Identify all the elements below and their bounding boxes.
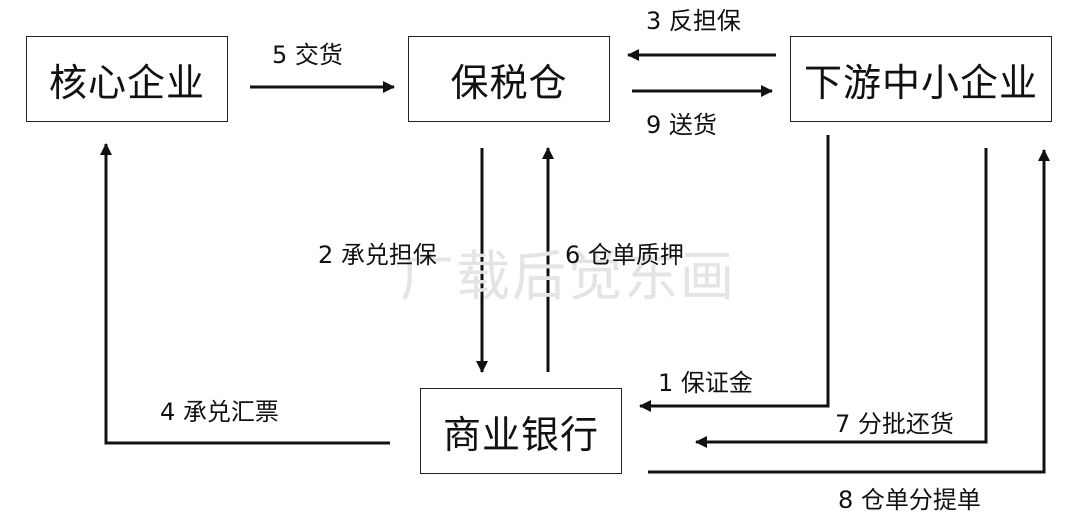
- edge-label-receipt-pledge: 6 仓单质押: [565, 241, 684, 269]
- node-commercial-bank-label: 商业银行: [442, 412, 599, 457]
- node-bonded-warehouse-label: 保税仓: [450, 60, 568, 105]
- node-downstream-sme-label: 下游中小企业: [803, 60, 1038, 105]
- edge-label-acceptance-guarantee: 2 承兑担保: [318, 241, 437, 269]
- edge-label-split-delivery: 8 仓单分提单: [838, 486, 981, 514]
- edge-batch-return-arrow: [695, 148, 988, 448]
- edge-acceptance-bill-arrow: [100, 143, 390, 445]
- edge-label-counter-guarantee: 3 反担保: [646, 7, 741, 35]
- node-core-enterprise: 核心企业: [26, 36, 228, 122]
- node-core-enterprise-label: 核心企业: [48, 60, 205, 105]
- edge-label-margin: 1 保证金: [658, 369, 753, 397]
- edge-margin-arrow: [639, 135, 830, 412]
- watermark-text: 广载后觉东画: [400, 245, 736, 308]
- node-bonded-warehouse: 保税仓: [408, 36, 610, 122]
- edge-label-batch-return: 7 分批还货: [835, 410, 954, 438]
- edge-label-delivery: 5 交货: [272, 41, 343, 69]
- node-commercial-bank: 商业银行: [420, 388, 622, 474]
- edge-label-ship: 9 送货: [646, 111, 717, 139]
- edge-split-delivery-arrow: [648, 149, 1050, 474]
- node-downstream-sme: 下游中小企业: [790, 36, 1052, 122]
- edge-label-acceptance-bill: 4 承兑汇票: [160, 398, 279, 426]
